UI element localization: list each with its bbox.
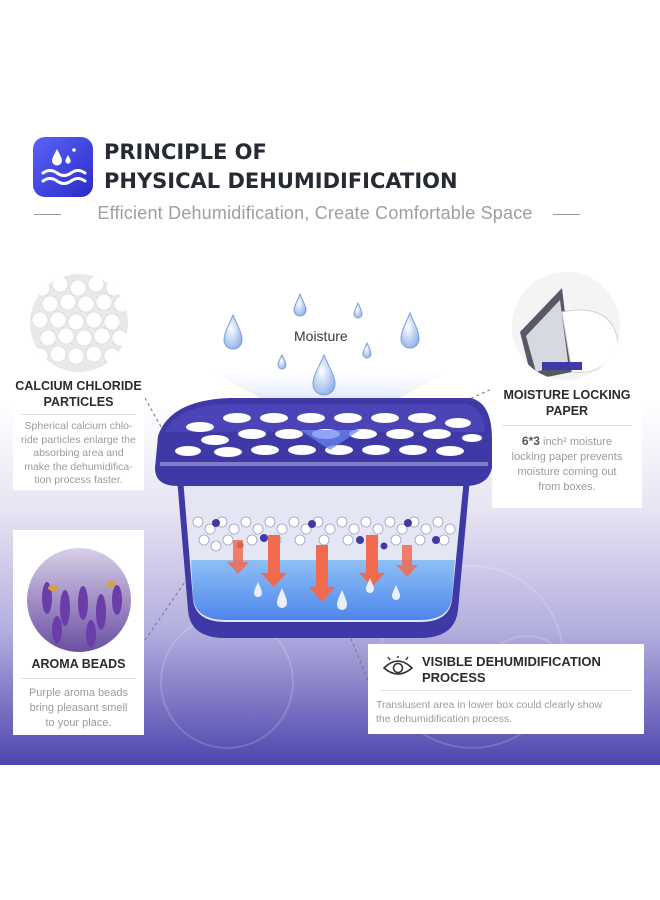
calcium-description: Spherical calcium chlo- ride particles e… bbox=[21, 420, 136, 486]
eye-icon bbox=[382, 655, 414, 678]
feature-card-aroma: AROMA BEADS Purple aroma beads bring ple… bbox=[13, 530, 144, 735]
paper-title: MOISTURE LOCKING PAPER bbox=[503, 388, 631, 418]
feature-card-paper: MOISTURE LOCKING PAPER 6*3 inch² moistur… bbox=[492, 258, 642, 508]
feature-card-visible: VISIBLE DEHUMIDIFICATION PROCESS Translu… bbox=[368, 644, 644, 734]
calcium-title: CALCIUM CHLORIDE PARTICLES bbox=[15, 379, 142, 409]
absorption-arrows bbox=[227, 535, 418, 602]
water-drops bbox=[254, 578, 400, 610]
water-drops bbox=[223, 292, 420, 396]
divider bbox=[380, 690, 632, 691]
lavender-image bbox=[27, 548, 131, 652]
visible-title: VISIBLE DEHUMIDIFICATION PROCESS bbox=[422, 654, 601, 685]
calcium-particles-image bbox=[30, 274, 128, 372]
page-subtitle: Efficient Dehumidification, Create Comfo… bbox=[97, 203, 533, 223]
aroma-description: Purple aroma beads bring pleasant smell … bbox=[28, 687, 129, 729]
visible-description: Translusent area in lower box could clea… bbox=[376, 699, 603, 725]
moisture-label: Moisture bbox=[294, 328, 348, 344]
water-drops-waves-icon bbox=[33, 137, 93, 197]
divider bbox=[34, 214, 61, 215]
feature-card-calcium: CALCIUM CHLORIDE PARTICLES Spherical cal… bbox=[13, 258, 144, 490]
aroma-title: AROMA BEADS bbox=[31, 657, 126, 671]
divider bbox=[502, 425, 632, 426]
divider bbox=[21, 678, 136, 679]
divider bbox=[553, 214, 580, 215]
divider bbox=[21, 414, 136, 415]
paper-size: 6*3 bbox=[521, 434, 540, 448]
aroma-beads bbox=[212, 519, 440, 550]
moisture-paper-image bbox=[512, 272, 620, 380]
page-title: PRINCIPLE OF PHYSICAL DEHUMIDIFICATION bbox=[104, 140, 458, 193]
paper-description: 6*3 inch² moisture locking paper prevent… bbox=[511, 434, 623, 493]
